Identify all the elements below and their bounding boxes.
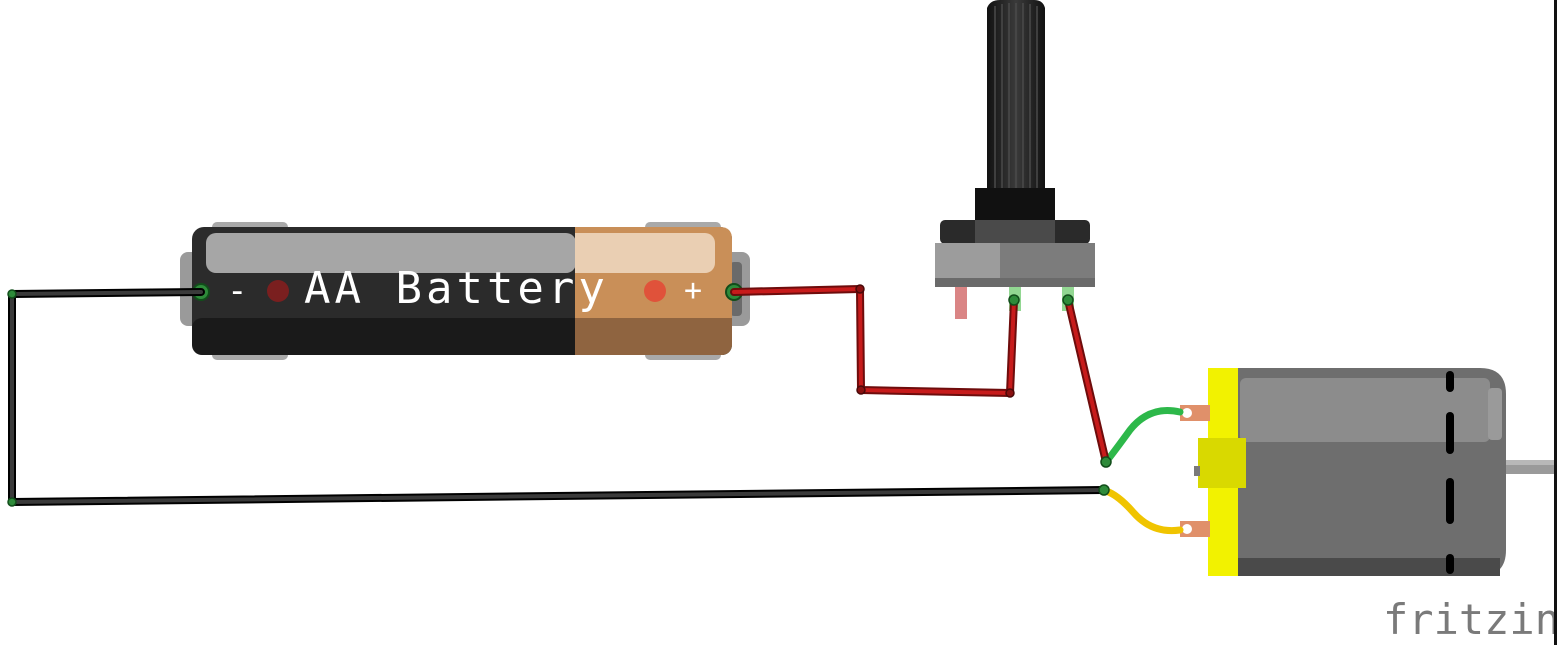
battery-positive-label: + [684, 273, 702, 308]
battery-negative-label: - [227, 271, 247, 311]
wire-red-pot-to-motor[interactable] [1064, 296, 1110, 466]
battery-positive-dot [644, 280, 666, 302]
dc-motor-icon[interactable] [1102, 368, 1557, 576]
motor-terminal-bottom[interactable] [1182, 524, 1192, 534]
motor-lead-green [1102, 407, 1184, 466]
canvas-right-edge [1554, 0, 1557, 645]
potentiometer-pin-1[interactable] [955, 287, 967, 319]
wire-endpoints [7, 284, 1112, 507]
fritzing-logo: fritzing [1383, 595, 1557, 644]
rotary-potentiometer-icon[interactable] [935, 0, 1095, 319]
wire-black[interactable] [8, 288, 1107, 506]
motor-terminal-top[interactable] [1182, 408, 1192, 418]
battery-negative-dot [267, 280, 289, 302]
battery-label: AA Battery [304, 263, 609, 314]
wire-red-battery-to-pot[interactable] [730, 285, 1018, 397]
aa-battery-icon[interactable]: - AA Battery + [180, 222, 750, 360]
motor-lead-yellow [1102, 487, 1184, 535]
